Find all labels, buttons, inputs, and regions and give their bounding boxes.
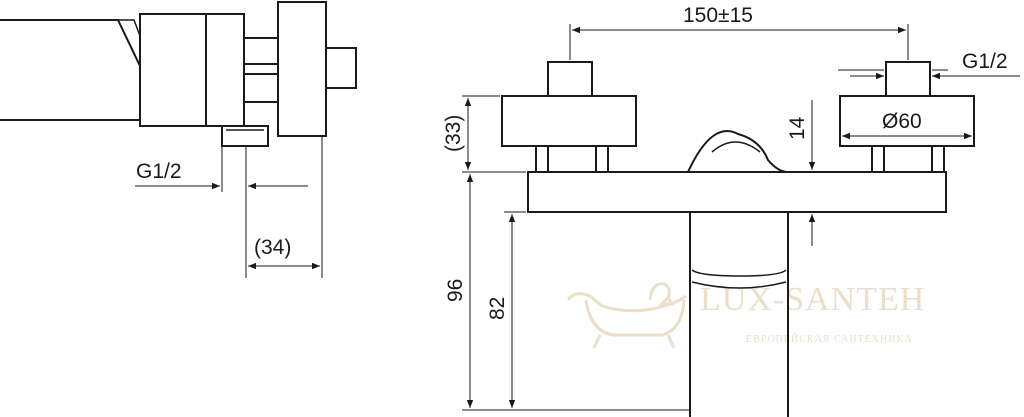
left-nut <box>535 145 609 173</box>
flange-diameter-label: Ø60 <box>882 110 922 133</box>
spout-height-label: 82 <box>486 297 509 320</box>
side-inlet-pipe <box>325 47 357 89</box>
right-thread-label: G1/2 <box>962 50 1008 73</box>
right-inlet-pipe <box>885 61 931 97</box>
side-cartridge <box>205 13 245 127</box>
side-body <box>139 13 207 127</box>
side-handle <box>0 19 141 121</box>
spacing-label: 150±15 <box>683 4 753 27</box>
left-flange <box>501 95 637 147</box>
front-handle <box>687 130 789 173</box>
side-wall-flange <box>277 1 327 137</box>
watermark: LUX-SANTEH ЕВРОПЕЙСКАЯ САНТЕХНИКА <box>566 281 925 349</box>
flange-thickness-label: 14 <box>786 116 809 140</box>
front-view <box>462 24 1020 417</box>
flange-height-label: (33) <box>442 115 465 152</box>
watermark-tagline: ЕВРОПЕЙСКАЯ САНТЕХНИКА <box>746 333 912 345</box>
watermark-brand: LUX-SANTEH <box>700 281 925 318</box>
spout <box>689 212 789 417</box>
side-outlet-stub <box>221 125 269 147</box>
mixer-body <box>527 171 947 213</box>
total-height-label: 96 <box>444 279 467 302</box>
bathtub-icon <box>566 282 687 349</box>
right-nut <box>871 145 945 173</box>
side-thread-label: G1/2 <box>136 160 182 183</box>
left-inlet-pipe <box>547 61 593 97</box>
side-depth-label: (34) <box>254 236 291 259</box>
side-view <box>0 1 357 278</box>
